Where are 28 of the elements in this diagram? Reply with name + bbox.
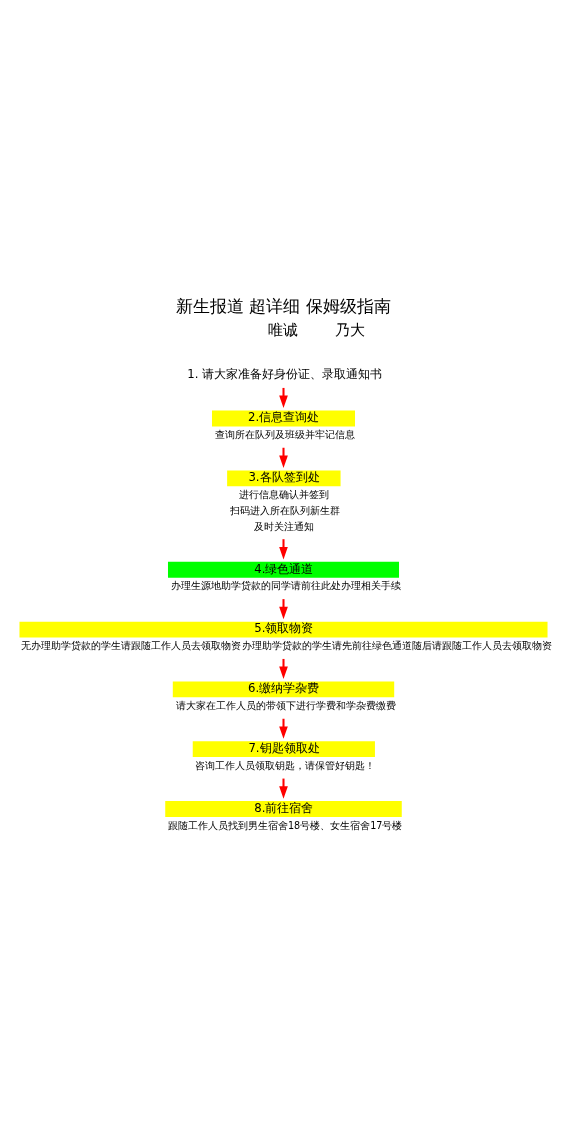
node-label: 无办理助学贷款的学生请跟随工作人员去领取物资 bbox=[20, 639, 241, 651]
node-label: 咨询工作人员领取钥匙，请保管好钥匙！ bbox=[195, 759, 376, 771]
diagram-title: 新生报道 超详细 保姆级指南 bbox=[176, 296, 391, 316]
node-box-text: 5.领取物资 bbox=[19, 621, 548, 637]
arrow bbox=[279, 387, 288, 408]
node-label: 办理助学贷款的学生请先前往绿色通道随后请跟随工作人员去领取物资 bbox=[242, 639, 553, 651]
arrow bbox=[279, 598, 288, 619]
arrow bbox=[279, 658, 288, 679]
node-box: 6.缴纳学杂费 bbox=[172, 681, 395, 697]
node-label: 请大家在工作人员的带领下进行学费和学杂费缴费 bbox=[175, 699, 396, 711]
node-label: 办理生源地助学贷款的同学请前往此处办理相关手续 bbox=[170, 579, 401, 591]
label: 乃大 bbox=[334, 320, 365, 339]
node-box: 3.各队签到处 bbox=[227, 469, 341, 486]
node-box: 8.前往宿舍 bbox=[165, 800, 402, 817]
node-box: 7.钥匙领取处 bbox=[192, 740, 375, 757]
node-label: 进行信息确认并签到 bbox=[239, 488, 330, 500]
node-label: 查询所在队列及班级并牢记信息 bbox=[214, 428, 355, 440]
node-text: 1. 请大家准备好身份证、录取通知书 bbox=[187, 366, 383, 381]
arrow bbox=[279, 538, 288, 559]
node-label: 及时关注通知 bbox=[254, 520, 315, 532]
node-box: 4.绿色通道 bbox=[168, 561, 399, 578]
label: 唯诚 bbox=[268, 320, 299, 339]
node-box: 2.信息查询处 bbox=[212, 410, 355, 426]
node-label: 扫码进入所在队列新生群 bbox=[229, 504, 340, 516]
arrow bbox=[279, 718, 288, 739]
arrow bbox=[279, 447, 288, 468]
node-label: 跟随工作人员找到男生宿舍18号楼、女生宿舍17号楼 bbox=[167, 819, 403, 831]
arrow bbox=[279, 778, 288, 799]
